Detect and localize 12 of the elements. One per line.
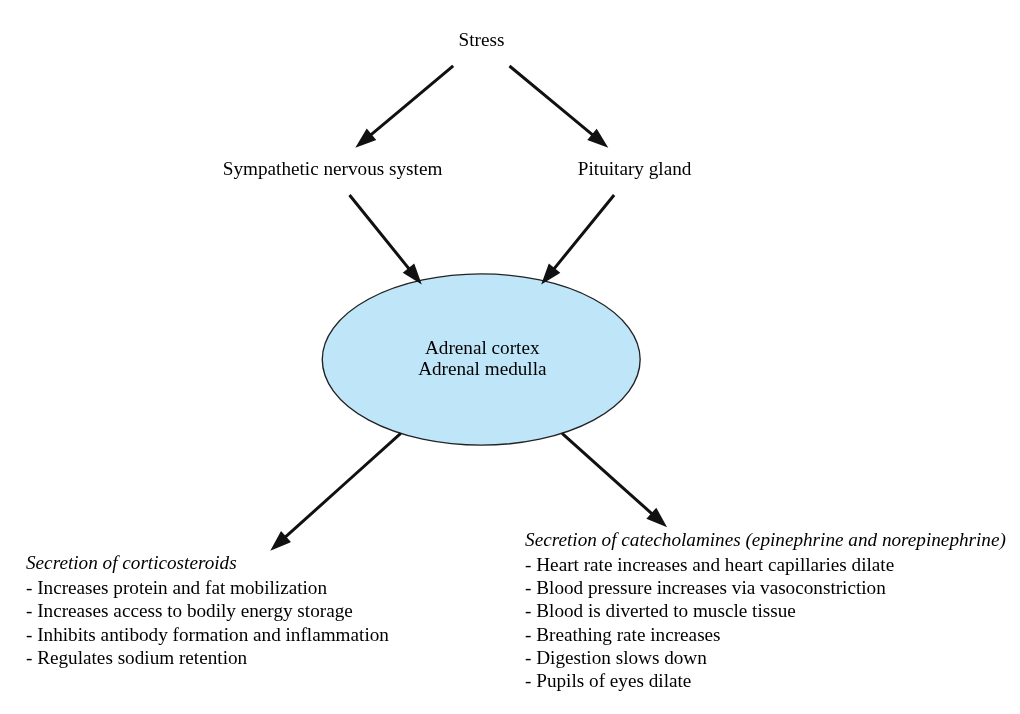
arrow xyxy=(541,193,616,285)
node-ellipse: Adrenal cortex Adrenal medulla xyxy=(321,272,641,446)
node-text: Stress xyxy=(458,28,505,50)
node-text: Sympathetic nervous system xyxy=(222,157,443,179)
node-text: Pituitary gland xyxy=(577,157,692,179)
arrow xyxy=(270,431,402,551)
node-text: Secretion of corticosteroids - Increases protein and fat mobilization - Increases access to bodily energy storage - Inhibits antibody formation and inflammation - Regulates sodium retention xyxy=(26,551,389,668)
arrow xyxy=(561,431,668,527)
arrow xyxy=(348,193,422,285)
node-text: Secretion of catecholamines (epinephrine and norepinephrine) - Heart rate increases and heart capillaries dilate - Blood pressure increases via vasoconstriction - Blood is diverted to muscle tissue - Breathing rate increases - Digestion slows down - Pupils of eyes dilate xyxy=(525,528,1006,691)
arrow xyxy=(508,64,609,148)
arrow xyxy=(355,64,455,148)
